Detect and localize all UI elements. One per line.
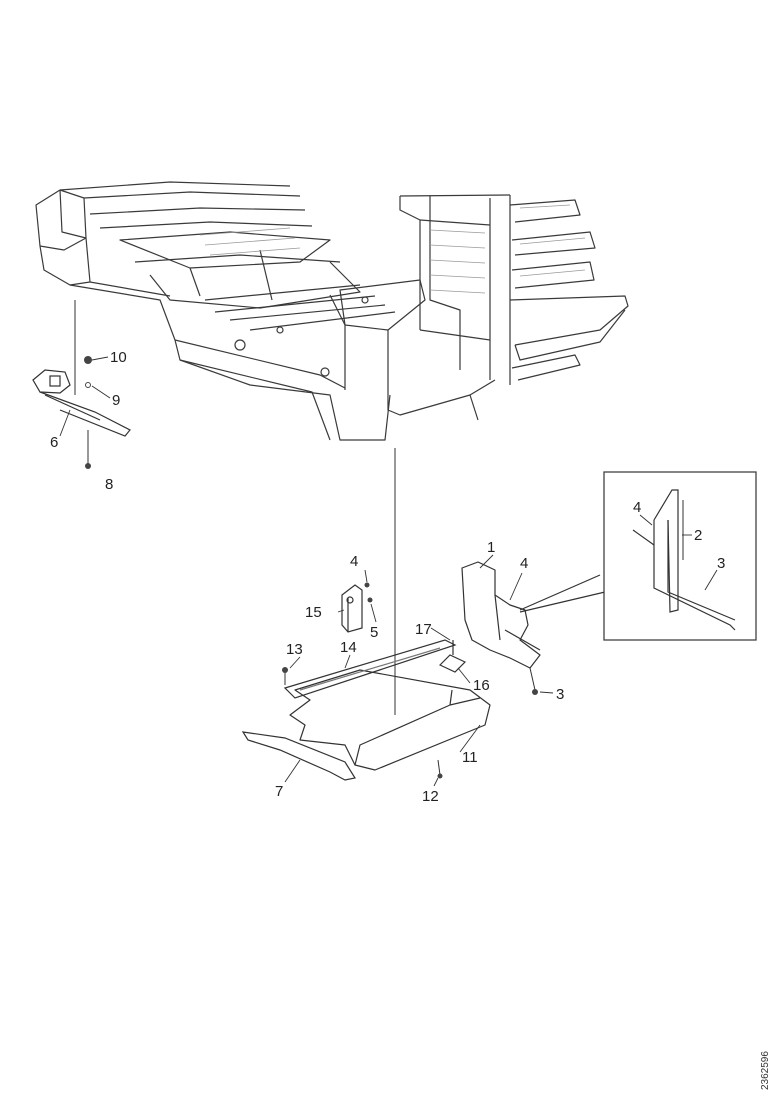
callout-4-upper: 4 [350,553,358,570]
detail-inset [603,471,757,641]
forklift-chassis-illustration [35,181,629,441]
callout-7: 7 [275,783,283,800]
callout-leaders [59,356,718,787]
fastener-4-and-5 [364,582,373,603]
fastener-3 [529,667,538,695]
part-6-bracket [32,369,131,437]
fastener-9 [85,382,91,388]
part-7-strip [241,731,356,781]
part-1-l-bracket [461,561,541,669]
callout-11: 11 [462,749,478,766]
callout-1: 1 [487,539,495,556]
callout-14: 14 [340,639,357,656]
part-15-bracket [341,584,363,633]
fastener-8 [85,430,91,469]
callout-4-inset: 4 [633,499,641,516]
callout-10: 10 [110,349,127,366]
reference-code: 2362596 [760,1051,771,1090]
callout-8: 8 [105,476,113,493]
fastener-10 [84,356,92,364]
part-14-rail [283,639,457,699]
part-16-plate [438,640,467,673]
callout-16: 16 [473,677,490,694]
callouts: 10 9 6 8 4 15 5 17 13 14 16 11 12 7 1 4 … [50,349,725,805]
chassis-shading [199,204,586,294]
part-11-floor-plate [289,669,491,771]
callout-5: 5 [370,624,378,641]
fastener-12 [437,759,443,779]
inset-pointer-arrow [519,574,606,613]
callout-17: 17 [415,621,432,638]
callout-4-right: 4 [520,555,528,572]
callout-6: 6 [50,434,58,451]
callout-3-inset: 3 [717,555,725,572]
callout-2: 2 [694,527,702,544]
callout-13: 13 [286,641,303,658]
callout-12: 12 [422,788,439,805]
callout-15: 15 [305,604,322,621]
callout-9: 9 [112,392,120,409]
fastener-13 [282,667,288,685]
callout-3-lower: 3 [556,686,564,703]
